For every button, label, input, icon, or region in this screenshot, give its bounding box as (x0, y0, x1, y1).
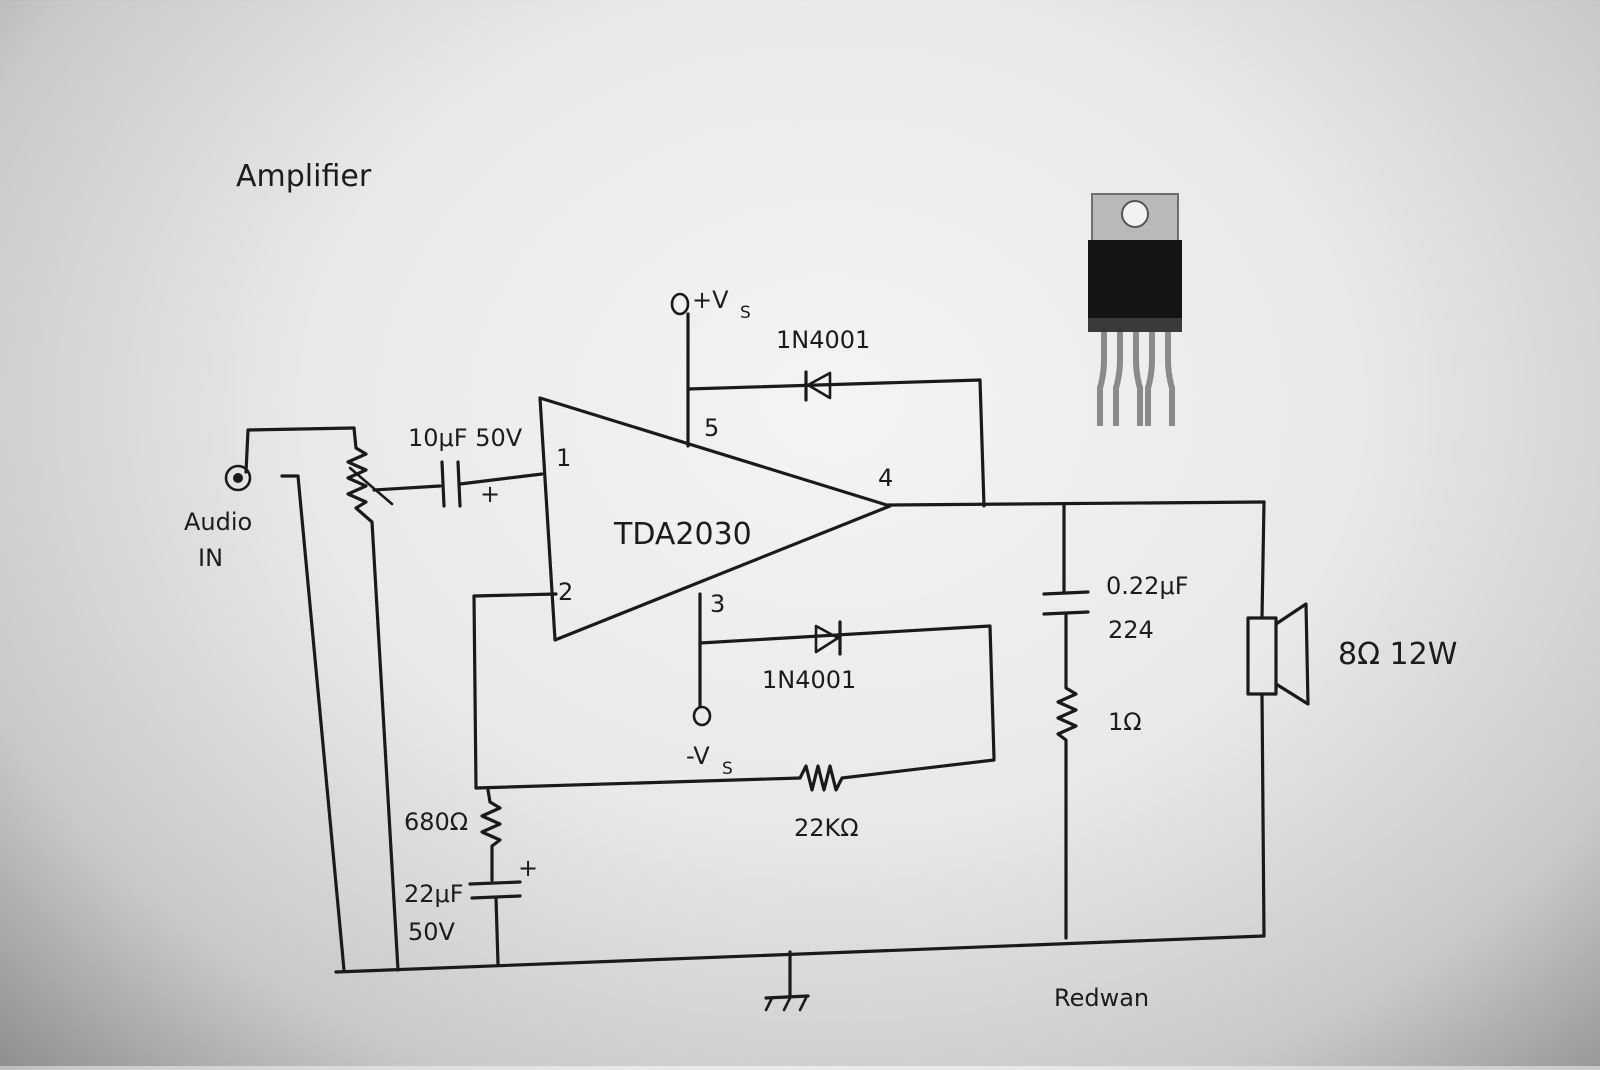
bias-cap-ground-wire (494, 896, 500, 966)
zobel-resistor-label: 1Ω (1108, 708, 1142, 736)
speaker-wire-top (1260, 500, 1266, 620)
bottom-diode-symbol (814, 620, 842, 656)
input-cap-label: 10μF 50V (408, 424, 523, 452)
positive-supply-label: +V (692, 286, 729, 314)
zobel-cap-plate-top (1042, 590, 1090, 596)
pin-3-label: 3 (710, 590, 725, 618)
bias-cap-polarity: + (518, 854, 538, 882)
ic-name: TDA2030 (613, 517, 752, 552)
positive-supply-sub: S (740, 303, 751, 323)
pin-1-label: 1 (556, 444, 571, 472)
bias-resistor-label: 680Ω (404, 808, 468, 836)
negative-supply-sub: S (722, 759, 733, 779)
input-cap-wire-left (372, 484, 442, 492)
diagram-title: Amplifier (236, 159, 372, 194)
negative-supply-label: -V (686, 742, 710, 770)
positive-supply-terminal: +V S (670, 286, 751, 448)
speaker-label: 8Ω 12W (1338, 637, 1457, 672)
ground-icon (764, 950, 810, 1012)
bias-resistor-symbol (480, 788, 502, 882)
audio-input-label-1: Audio (184, 508, 252, 536)
feedback-resistor-label: 22KΩ (794, 814, 859, 842)
speaker-wire-bottom (1260, 692, 1266, 938)
audio-input-jack (224, 426, 356, 492)
pin-2-label: 2 (558, 578, 573, 606)
output-wire (886, 500, 1266, 507)
potentiometer-arrow (348, 466, 394, 506)
ground-bus (334, 934, 1266, 974)
bias-cap-label-1: 22μF (404, 880, 464, 908)
potentiometer-symbol (346, 426, 400, 972)
zobel-cap-label-1: 0.22μF (1106, 572, 1189, 600)
pin-5-label: 5 (704, 414, 719, 442)
input-cap-wire-right (458, 472, 544, 486)
bottom-diode-label: 1N4001 (762, 666, 856, 694)
feedback-resistor-symbol (798, 758, 996, 792)
bias-cap-plate-top (468, 880, 522, 886)
top-diode-symbol (804, 370, 832, 402)
pin2-wire (472, 592, 558, 790)
audio-input-label-2: IN (198, 544, 223, 572)
pin-4-label: 4 (878, 464, 893, 492)
top-diode-wire (686, 378, 986, 508)
bias-cap-label-2: 50V (408, 918, 456, 946)
negative-supply-terminal (692, 705, 712, 727)
bottom-diode-wire (698, 624, 996, 760)
feedback-wire-left (474, 776, 802, 790)
zobel-resistor-symbol (1056, 612, 1078, 940)
opamp-symbol (538, 396, 892, 642)
top-diode-label: 1N4001 (776, 326, 870, 354)
signature: Redwan (1054, 984, 1149, 1012)
input-ground-wire (280, 474, 346, 972)
zobel-cap-label-2: 224 (1108, 616, 1154, 644)
input-cap-polarity: + (480, 480, 500, 508)
speaker-icon (1246, 602, 1310, 706)
to220-package-icon (1088, 193, 1182, 426)
input-cap-plate-left (440, 460, 446, 508)
